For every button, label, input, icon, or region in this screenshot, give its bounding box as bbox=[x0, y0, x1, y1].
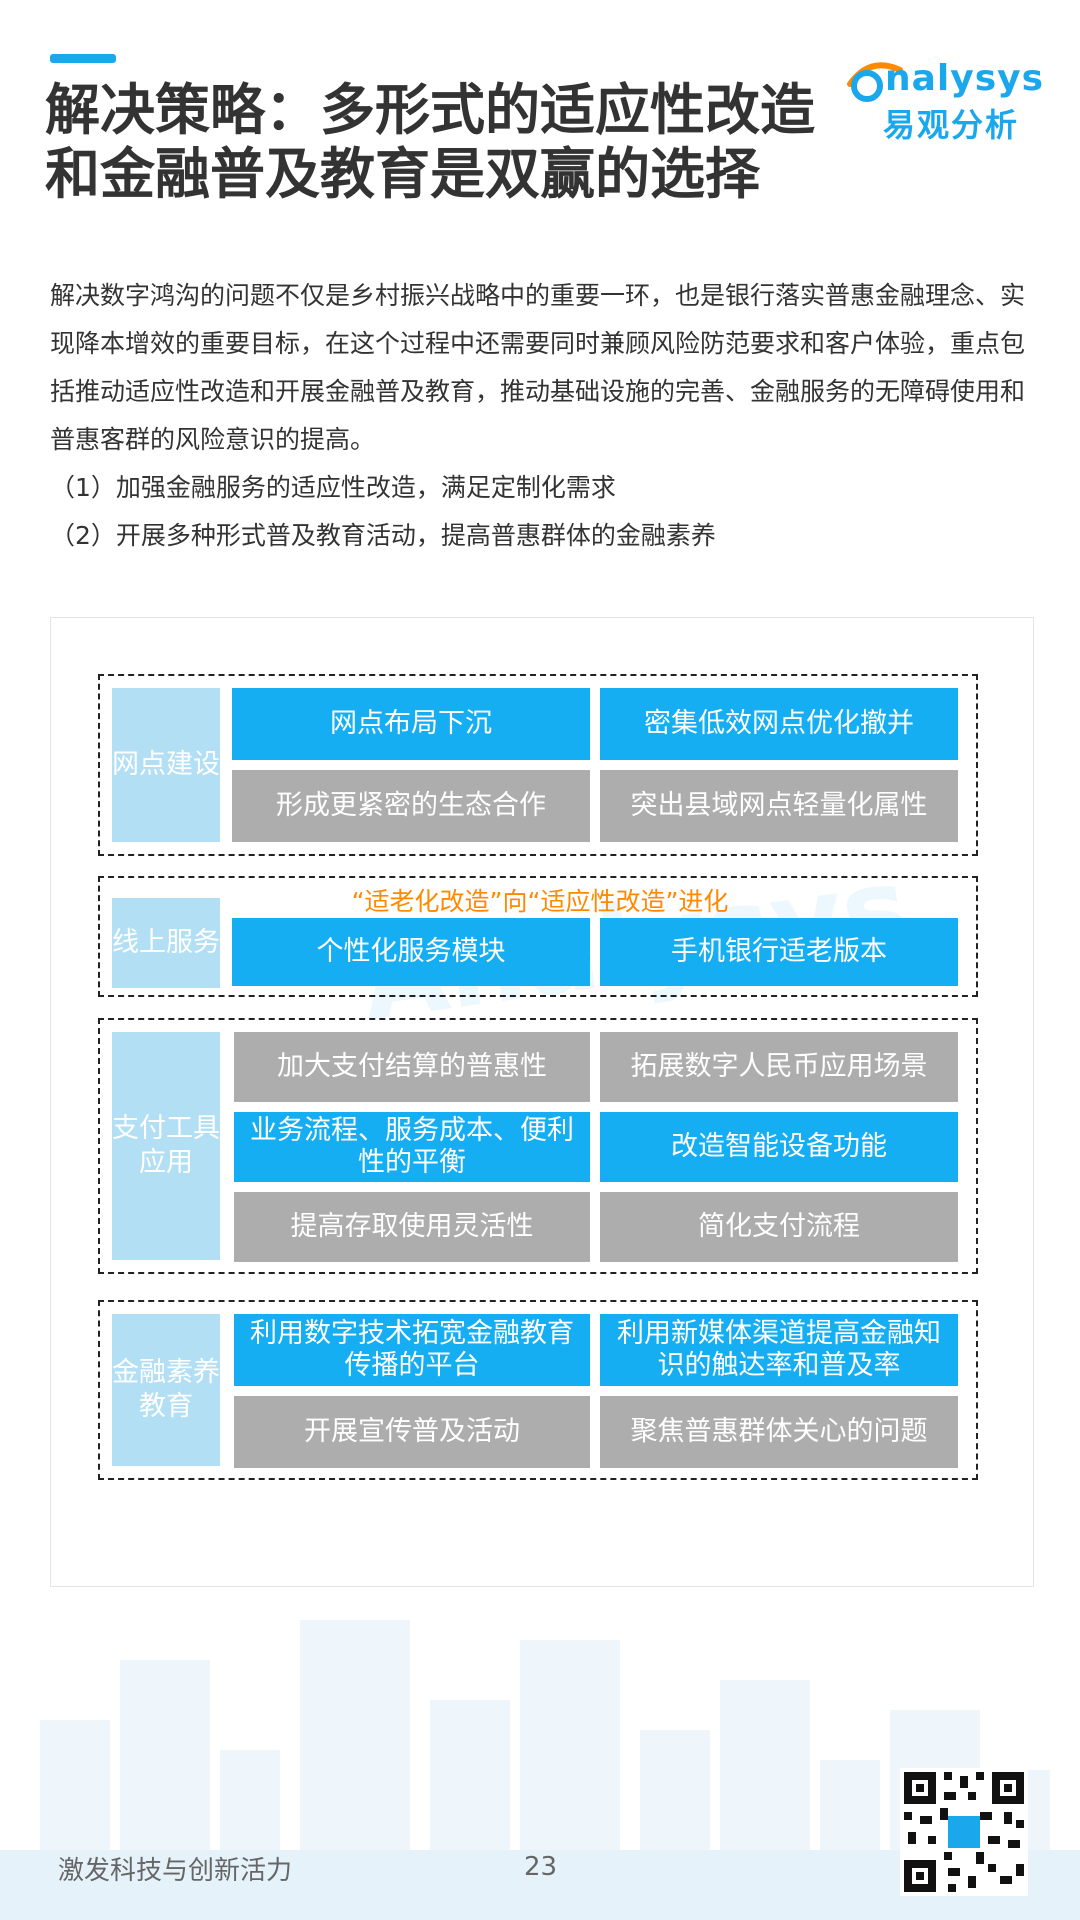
logo-text-en: nalysys bbox=[885, 58, 1044, 99]
cell-payment-6: 简化支付流程 bbox=[600, 1192, 958, 1262]
page-title-line-1: 解决策略：多形式的适应性改造 bbox=[45, 78, 845, 142]
cell-payment-5: 提高存取使用灵活性 bbox=[234, 1192, 590, 1262]
cell-network-4: 突出县域网点轻量化属性 bbox=[600, 770, 958, 842]
page-title-line-2: 和金融普及教育是双赢的选择 bbox=[45, 142, 845, 206]
page-number: 23 bbox=[524, 1852, 557, 1882]
cell-network-2: 密集低效网点优化撤并 bbox=[600, 688, 958, 760]
cell-online-2: 手机银行适老版本 bbox=[600, 918, 958, 986]
page-title: 解决策略：多形式的适应性改造 和金融普及教育是双赢的选择 bbox=[45, 78, 845, 206]
intro-paragraph: 解决数字鸿沟的问题不仅是乡村振兴战略中的重要一环，也是银行落实普惠金融理念、实现… bbox=[50, 272, 1030, 464]
title-accent-bar bbox=[50, 54, 116, 63]
group-online: “适老化改造”向“适应性改造”进化 线上服务 个性化服务模块 手机银行适老版本 bbox=[98, 876, 978, 997]
cell-education-3: 开展宣传普及活动 bbox=[234, 1396, 590, 1468]
group-education-label: 金融素养教育 bbox=[112, 1314, 220, 1466]
footer-tagline: 激发科技与创新活力 bbox=[58, 1850, 292, 1887]
intro-point-1: （1）加强金融服务的适应性改造，满足定制化需求 bbox=[50, 464, 1030, 512]
cell-education-1: 利用数字技术拓宽金融教育传播的平台 bbox=[234, 1314, 590, 1386]
cell-network-1: 网点布局下沉 bbox=[232, 688, 590, 760]
logo-text-cn: 易观分析 bbox=[883, 100, 1019, 146]
cell-payment-1: 加大支付结算的普惠性 bbox=[234, 1032, 590, 1102]
group-payment: 支付工具应用 加大支付结算的普惠性 拓展数字人民币应用场景 业务流程、服务成本、… bbox=[98, 1018, 978, 1274]
cell-online-1: 个性化服务模块 bbox=[232, 918, 590, 986]
group-online-label: 线上服务 bbox=[112, 898, 220, 988]
cell-payment-2: 拓展数字人民币应用场景 bbox=[600, 1032, 958, 1102]
cell-payment-4: 改造智能设备功能 bbox=[600, 1112, 958, 1182]
group-network-label: 网点建设 bbox=[112, 688, 220, 842]
qr-code-icon bbox=[900, 1768, 1028, 1896]
cell-education-4: 聚焦普惠群体关心的问题 bbox=[600, 1396, 958, 1468]
cell-network-3: 形成更紧密的生态合作 bbox=[232, 770, 590, 842]
analysys-logo: nalysys 易观分析 bbox=[845, 48, 1035, 138]
group-education: 金融素养教育 利用数字技术拓宽金融教育传播的平台 利用新媒体渠道提高金融知识的触… bbox=[98, 1300, 978, 1480]
group-network: 网点建设 网点布局下沉 密集低效网点优化撤并 形成更紧密的生态合作 突出县域网点… bbox=[98, 674, 978, 856]
cell-education-2: 利用新媒体渠道提高金融知识的触达率和普及率 bbox=[600, 1314, 958, 1386]
cell-payment-3: 业务流程、服务成本、便利性的平衡 bbox=[234, 1112, 590, 1182]
intro-text: 解决数字鸿沟的问题不仅是乡村振兴战略中的重要一环，也是银行落实普惠金融理念、实现… bbox=[50, 272, 1030, 560]
intro-point-2: （2）开展多种形式普及教育活动，提高普惠群体的金融素养 bbox=[50, 512, 1030, 560]
online-note: “适老化改造”向“适应性改造”进化 bbox=[100, 882, 980, 918]
group-payment-label: 支付工具应用 bbox=[112, 1032, 220, 1260]
